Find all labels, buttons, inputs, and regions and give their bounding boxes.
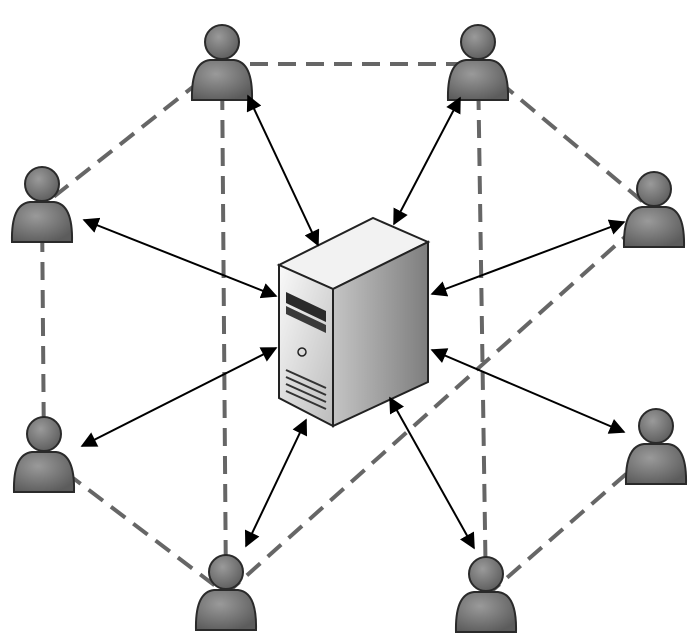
server-link-user-left-upper xyxy=(82,217,278,299)
server-link-user-bottom-right xyxy=(389,396,475,550)
user-top-left-user-icon xyxy=(190,24,254,101)
peer-link-user-top-left-to-user-bottom-left xyxy=(220,63,228,595)
server-link-user-top-left xyxy=(246,94,320,247)
server-link-user-bottom-left xyxy=(244,418,308,548)
user-left-lower-user-icon xyxy=(12,416,76,493)
user-left-upper-user-icon xyxy=(10,166,74,243)
server-link-user-right-upper xyxy=(430,219,626,297)
server-links xyxy=(80,94,626,550)
server-link-user-left-lower xyxy=(80,347,278,447)
user-top-right-user-icon xyxy=(446,24,510,101)
server-link-user-right-lower xyxy=(430,348,626,434)
peer-link-user-left-upper-to-user-left-lower xyxy=(40,205,46,457)
user-bottom-right-user-icon xyxy=(454,556,518,633)
peer-link-user-top-right-to-user-bottom-right xyxy=(476,63,488,597)
server-icon xyxy=(276,216,431,428)
peer-link-user-bottom-right-to-user-right-lower xyxy=(484,446,658,598)
server-link-user-top-right xyxy=(393,96,461,226)
user-bottom-left-user-icon xyxy=(194,554,258,631)
users xyxy=(10,24,688,633)
user-right-lower-user-icon xyxy=(624,408,688,485)
user-right-upper-user-icon xyxy=(622,171,686,248)
